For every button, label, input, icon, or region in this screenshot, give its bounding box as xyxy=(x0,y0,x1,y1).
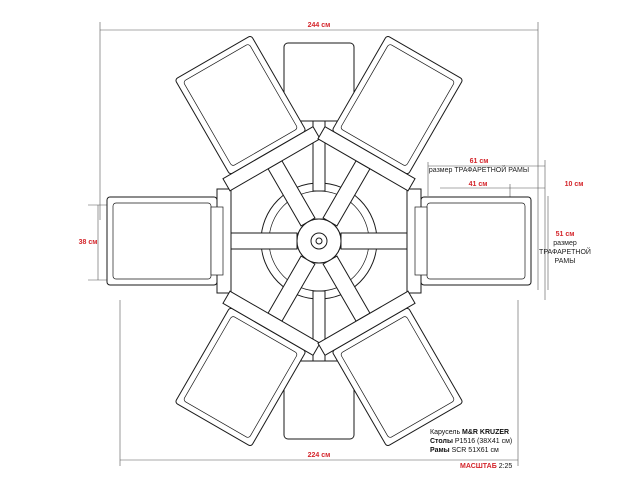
screen-frame-height-label: 51 см xyxy=(556,231,575,238)
station-left xyxy=(106,188,298,294)
station-upper-right xyxy=(317,255,463,446)
station-lower-left xyxy=(175,36,321,227)
overall-width-bottom-label: 224 см xyxy=(308,452,331,459)
offset-label: 10 см xyxy=(565,181,584,188)
caption-model: Карусель M&R KRUZER xyxy=(430,429,510,436)
caption-tables: Столы P1516 (38X41 см) xyxy=(430,438,513,445)
scale-value: 2:25 xyxy=(498,463,513,470)
screen-frame-height-caption-2: ТРАФАРЕТНОЙ xyxy=(539,247,591,256)
station-lower-right xyxy=(317,36,463,227)
screen-frame-height-caption-1: размер xyxy=(553,240,577,247)
station-right xyxy=(340,188,532,294)
screen-frame-height-caption-3: РАМЫ xyxy=(555,258,576,265)
table-width-label: 41 см xyxy=(469,181,488,188)
screen-frame-width-caption: размер ТРАФАРЕТНОЙ РАМЫ xyxy=(429,165,529,174)
table-height-label: 38 см xyxy=(79,239,98,246)
overall-width-top-label: 244 см xyxy=(308,22,331,29)
station-upper-left xyxy=(175,255,321,446)
caption-frames: Рамы SCR 51X61 см xyxy=(430,447,499,454)
carousel-machine xyxy=(106,36,532,446)
scale-label: МАСШТАБ xyxy=(460,463,497,470)
scale-block: МАСШТАБ 2:25 xyxy=(460,462,512,471)
screen-frame-width-label: 61 см xyxy=(470,158,489,165)
caption-block: Карусель M&R KRUZER Столы P1516 (38X41 с… xyxy=(430,428,512,455)
